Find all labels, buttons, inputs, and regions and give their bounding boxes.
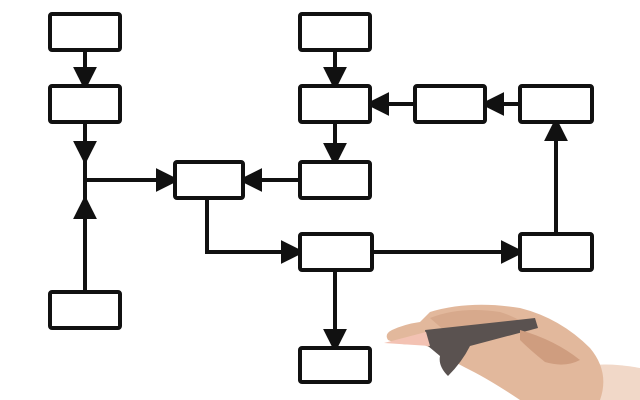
hand-with-pen-illustration xyxy=(384,304,640,400)
flowchart-box xyxy=(298,232,374,272)
connector-group xyxy=(73,48,568,353)
flowchart-box xyxy=(413,84,487,124)
flowchart-box xyxy=(518,232,594,272)
flowchart-box xyxy=(173,160,245,200)
knuckle-shade xyxy=(520,330,580,365)
box-group xyxy=(48,12,594,384)
flowchart-box xyxy=(48,12,122,52)
connector-arrow xyxy=(205,196,305,264)
flowchart-box xyxy=(48,84,122,124)
flowchart-box xyxy=(518,84,594,124)
pen-tip xyxy=(384,332,430,346)
flowchart-box xyxy=(298,346,372,384)
pen-grip xyxy=(425,318,538,376)
flowchart-box xyxy=(48,290,122,330)
flowchart-box xyxy=(298,160,372,200)
flowchart-box xyxy=(298,12,372,52)
flowchart-box xyxy=(298,84,372,124)
